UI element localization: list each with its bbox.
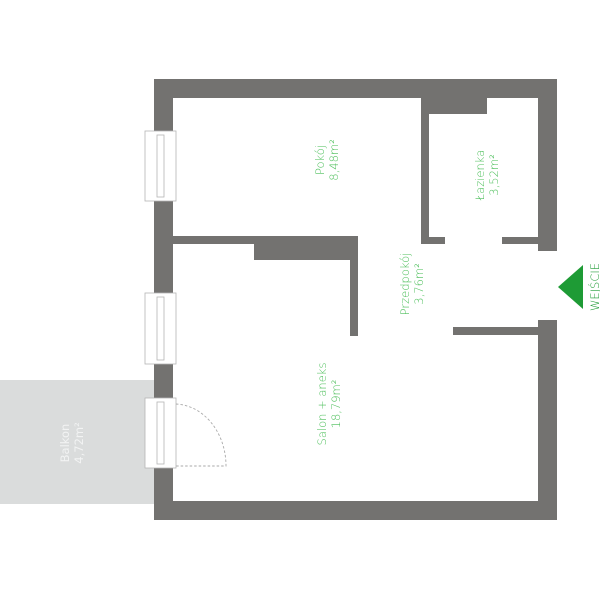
room-label-przedpokoj: Przedpokój 3,76m² — [398, 253, 426, 316]
room-area: 3,52m² — [487, 154, 501, 195]
entrance-label: WEJŚCIE — [587, 263, 600, 311]
window-middle — [144, 292, 177, 365]
room-label-salon: Salon + aneks 18,79m² — [315, 363, 343, 446]
balcony-area[interactable] — [0, 380, 154, 504]
room-area: 3,76m² — [412, 263, 426, 304]
walls — [154, 79, 557, 520]
svg-text:WEJŚCIE: WEJŚCIE — [587, 263, 600, 311]
room-name: Przedpokój — [398, 253, 412, 316]
window-top — [144, 130, 177, 202]
room-label-balkon: Balkon 4,72m² — [58, 422, 86, 463]
room-label-pokoj: Pokój 8,48m² — [313, 139, 341, 180]
entrance-triangle-arrow-icon — [558, 265, 583, 309]
balcony-door[interactable] — [144, 397, 227, 469]
room-area: 8,48m² — [327, 139, 341, 180]
room-name: Salon + aneks — [315, 363, 329, 446]
door-swing-arc — [175, 403, 227, 467]
room-label-lazienka: Łazienka 3,52m² — [473, 150, 501, 202]
room-area: 4,72m² — [72, 422, 86, 463]
room-area: 18,79m² — [329, 380, 343, 429]
room-name: Łazienka — [473, 150, 487, 202]
room-name: Pokój — [313, 145, 327, 175]
room-name: Balkon — [58, 424, 72, 463]
